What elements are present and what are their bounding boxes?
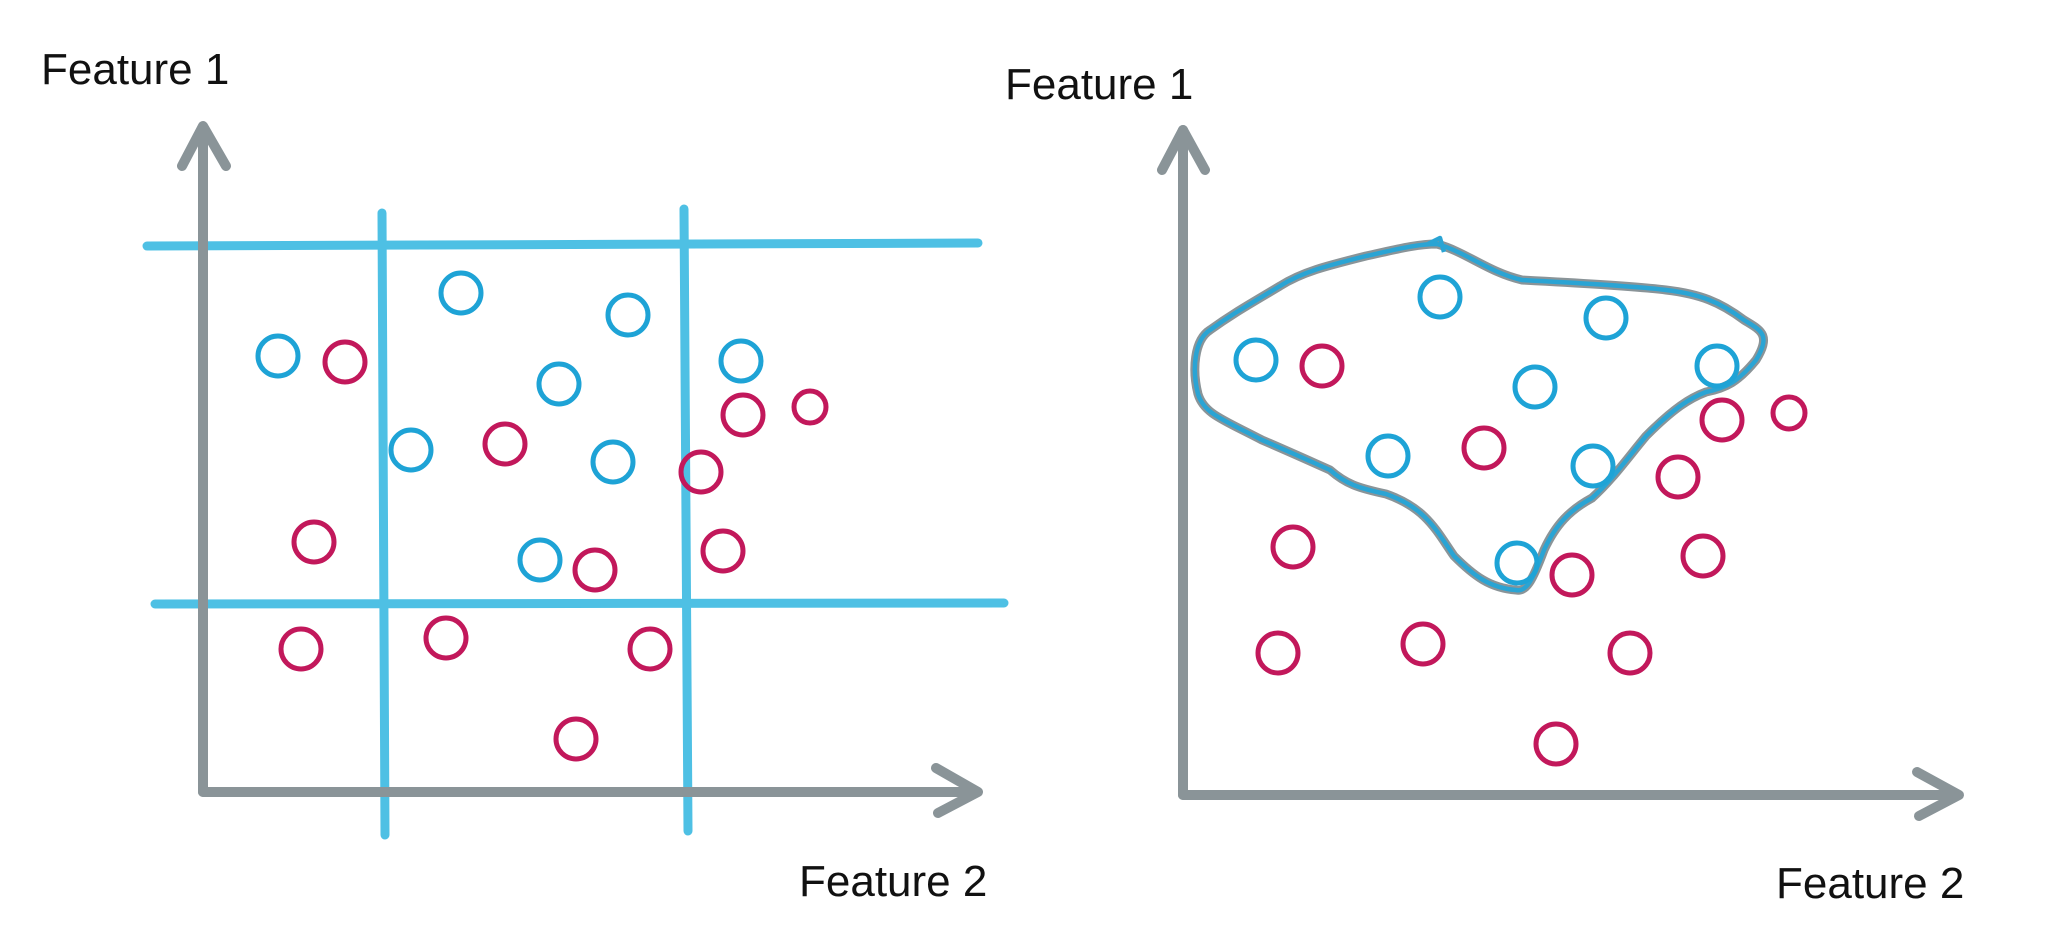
data-point-magenta — [1655, 454, 1701, 500]
data-point-magenta — [1770, 394, 1808, 432]
y-axis-label: Feature 1 — [1005, 60, 1193, 109]
data-points — [255, 270, 829, 762]
data-point-blue — [1694, 343, 1740, 389]
y-axis-label: Feature 1 — [41, 45, 229, 94]
data-point-magenta — [1607, 630, 1653, 676]
data-point-magenta — [1533, 721, 1579, 767]
left-panel: Feature 1 Feature 2 — [41, 45, 1009, 906]
boundary-pen-mark — [1426, 235, 1447, 253]
data-point-blue — [1583, 295, 1629, 341]
data-point-magenta — [627, 626, 673, 672]
data-point-magenta — [1549, 552, 1595, 598]
data-point-blue — [388, 427, 434, 473]
data-point-magenta — [1699, 397, 1745, 443]
data-point-blue — [438, 270, 484, 316]
x-axis-arrowhead — [931, 763, 983, 818]
data-point-magenta — [291, 519, 337, 565]
data-point-blue — [590, 439, 636, 485]
data-point-blue — [605, 292, 651, 338]
data-point-magenta — [482, 421, 528, 467]
right-panel: Feature 1 Feature 2 — [1005, 60, 1964, 908]
split-line-horizontal — [150, 598, 1009, 609]
data-point-magenta — [791, 388, 829, 426]
data-point-magenta — [1461, 425, 1507, 471]
data-point-blue — [1365, 433, 1411, 479]
y-axis-arrowhead — [1157, 125, 1210, 175]
data-point-magenta — [572, 547, 618, 593]
split-line-horizontal — [142, 238, 983, 251]
x-axis-arrowhead — [1912, 767, 1964, 821]
data-point-blue — [517, 537, 563, 583]
data-point-magenta — [700, 528, 746, 574]
data-point-blue — [255, 333, 301, 379]
axes — [1157, 125, 1964, 821]
split-line-vertical — [377, 208, 390, 840]
x-axis-label: Feature 2 — [1776, 859, 1964, 908]
data-point-magenta — [1255, 630, 1301, 676]
data-point-magenta — [278, 626, 324, 672]
data-point-blue — [1512, 364, 1558, 410]
data-points — [1233, 274, 1808, 767]
decision-boundary — [1190, 235, 1768, 595]
data-point-magenta — [720, 392, 766, 438]
data-point-magenta — [1680, 533, 1726, 579]
decision-boundary-line — [1192, 241, 1766, 593]
split-line-vertical — [679, 204, 693, 836]
x-axis-label: Feature 2 — [799, 857, 987, 906]
data-point-magenta — [1270, 524, 1316, 570]
data-point-blue — [1494, 540, 1540, 586]
data-point-blue — [1417, 274, 1463, 320]
data-point-blue — [718, 338, 764, 384]
split-lines — [142, 204, 1009, 840]
data-point-blue — [1570, 443, 1616, 489]
data-point-magenta — [1400, 621, 1446, 667]
data-point-magenta — [423, 615, 469, 661]
data-point-blue — [536, 361, 582, 407]
data-point-magenta — [322, 339, 368, 385]
data-point-magenta — [678, 449, 724, 495]
axes — [177, 121, 983, 818]
decision-boundary-shadow — [1190, 239, 1768, 595]
data-point-magenta — [553, 716, 599, 762]
y-axis-arrowhead — [177, 121, 231, 171]
data-point-blue — [1233, 337, 1279, 383]
data-point-magenta — [1299, 343, 1345, 389]
